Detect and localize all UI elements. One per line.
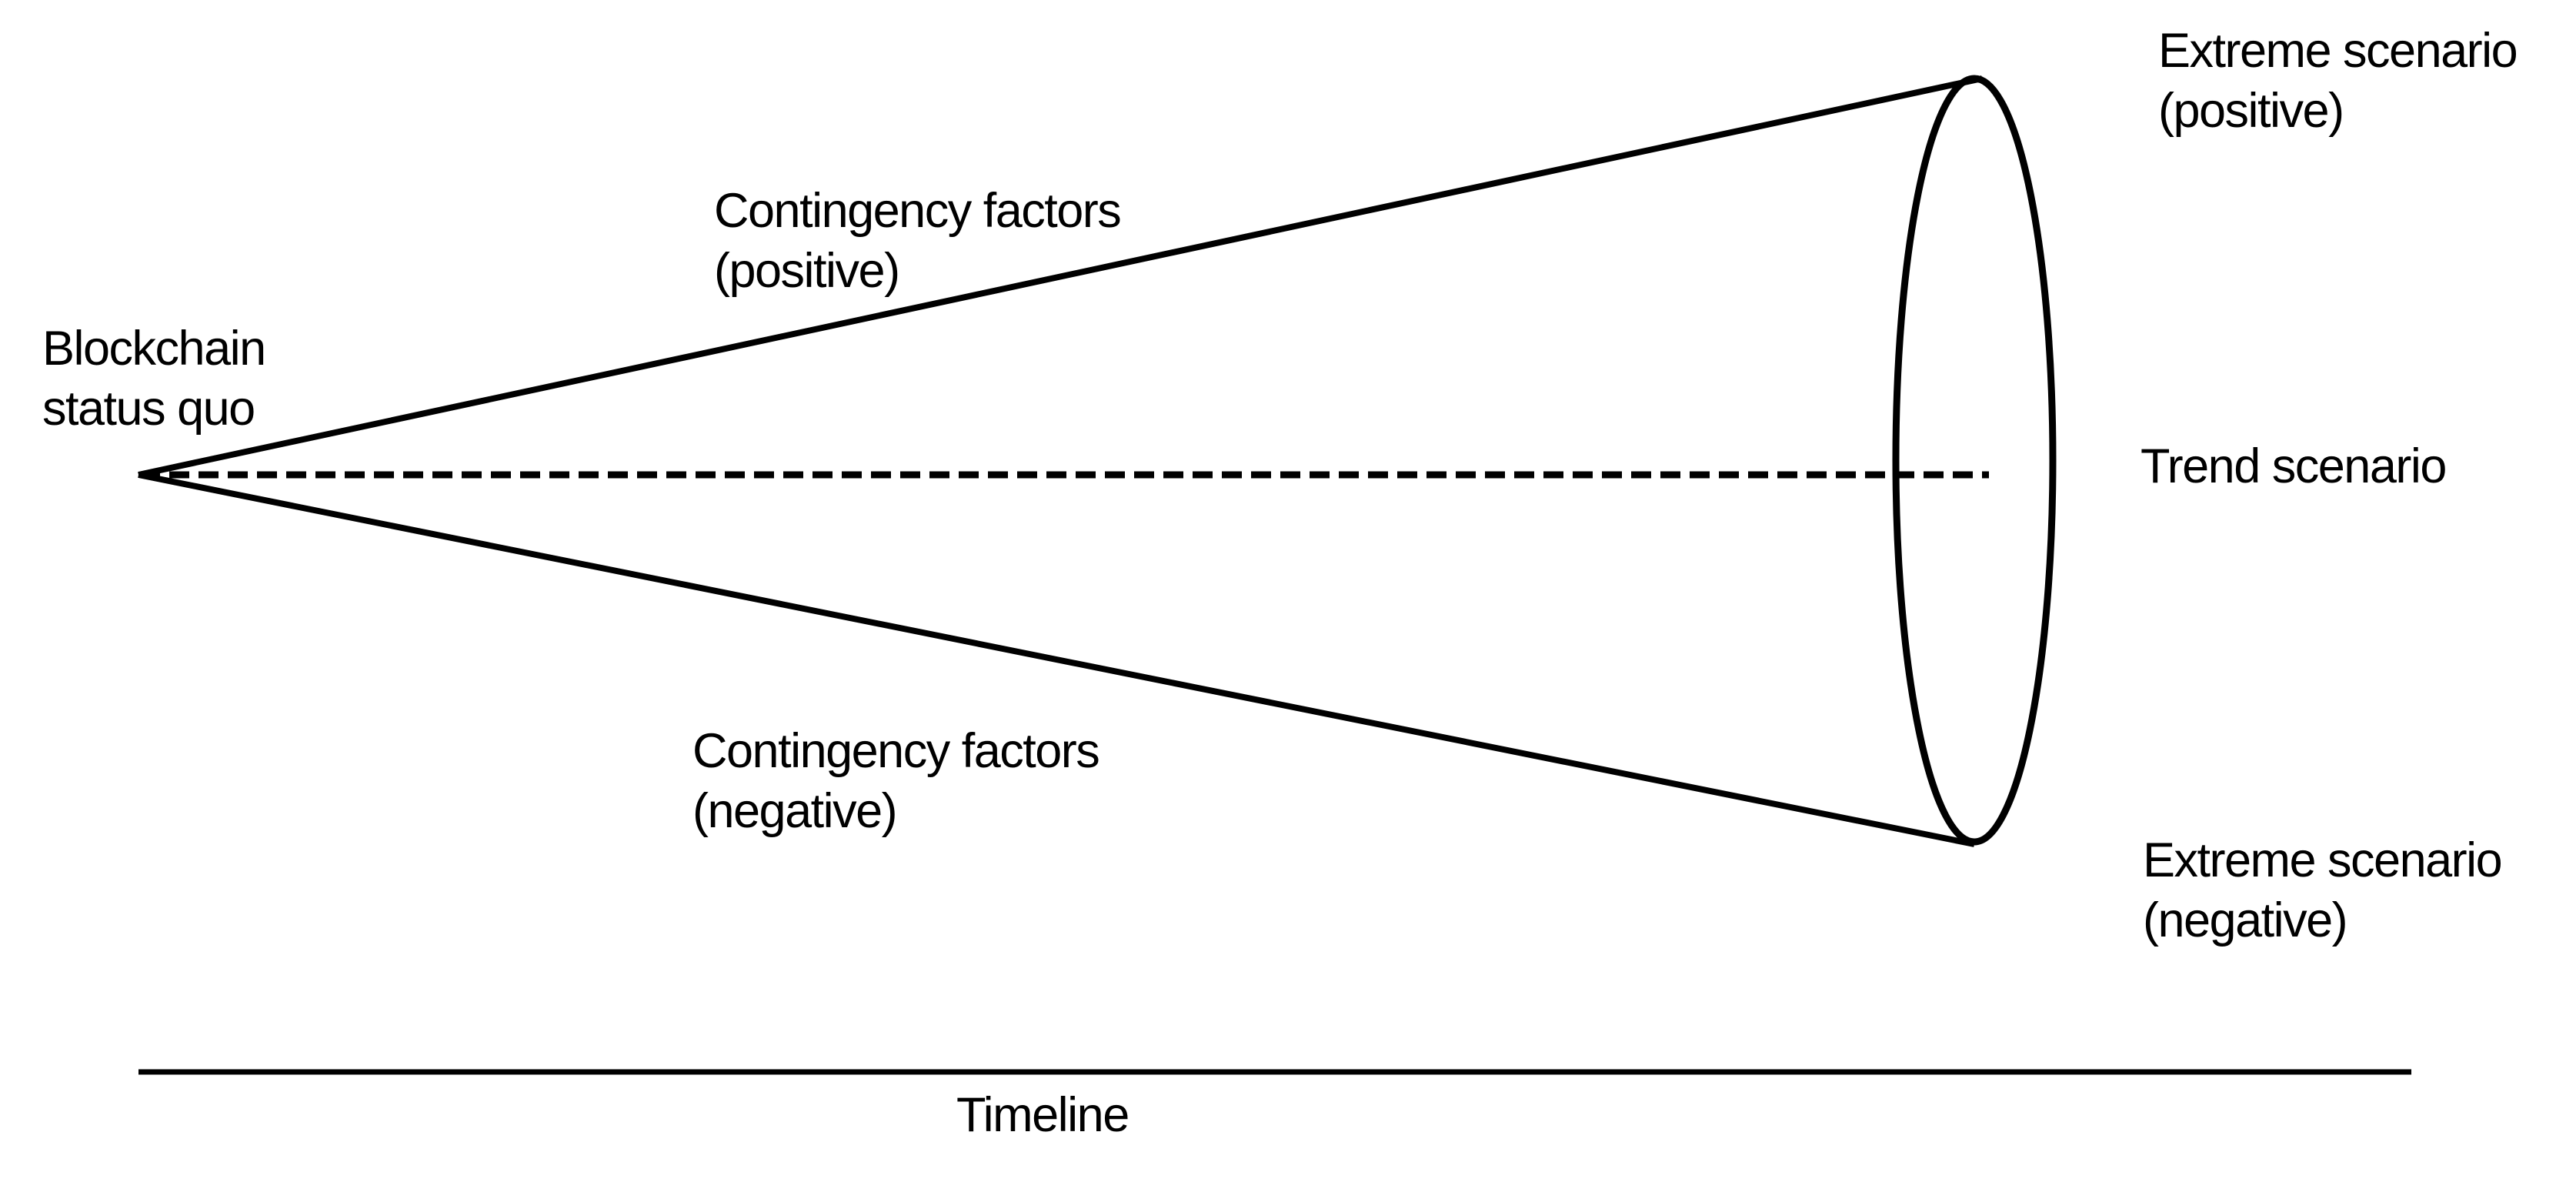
label-timeline: Timeline (956, 1088, 1130, 1142)
label-extreme-scenario-positive: Extreme scenario (positive) (2158, 24, 2518, 138)
label-blockchain-status-quo: Blockchain status quo (42, 322, 266, 436)
label-extreme-scenario-negative: Extreme scenario (negative) (2143, 833, 2503, 947)
label-trend-scenario: Trend scenario (2141, 439, 2447, 493)
label-contingency-factors-negative: Contingency factors (negative) (692, 724, 1100, 838)
upper-cone-line (138, 75, 1983, 478)
scenario-ellipse (1892, 75, 2057, 846)
lower-cone-line (138, 472, 1975, 847)
label-contingency-factors-positive: Contingency factors (positive) (714, 184, 1122, 298)
